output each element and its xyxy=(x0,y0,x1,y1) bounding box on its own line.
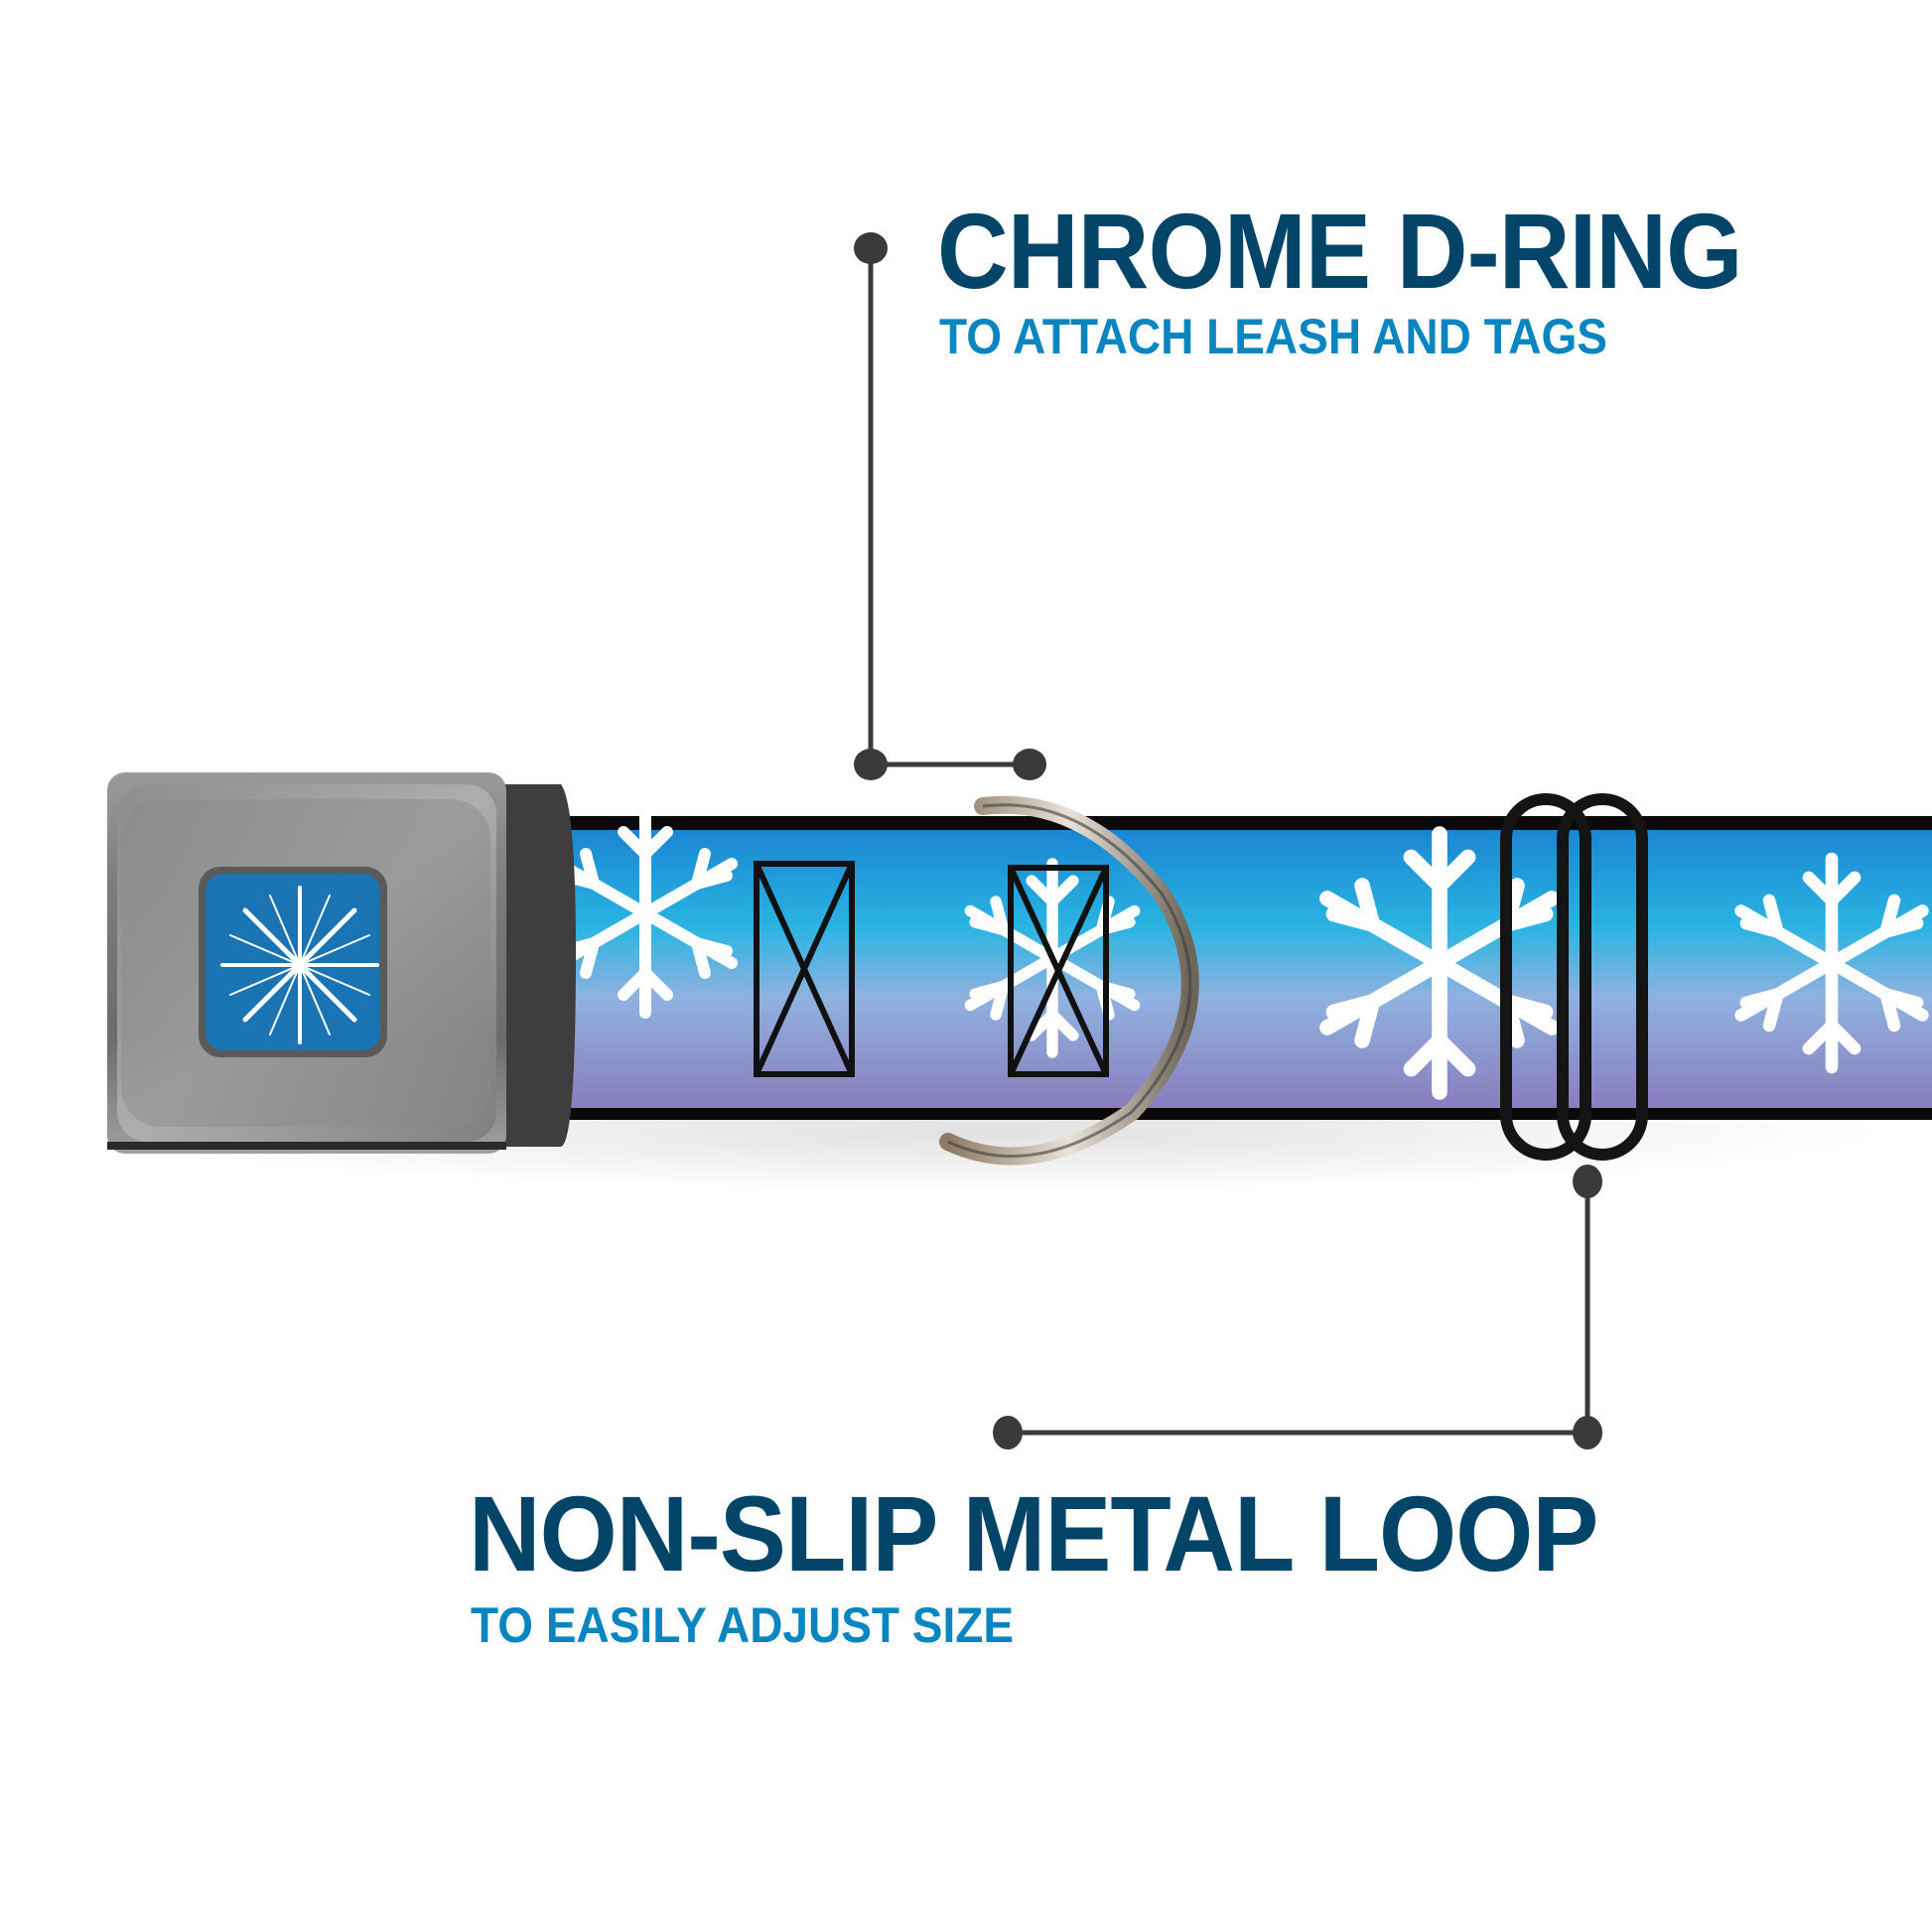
chrome-d-ring xyxy=(939,795,1199,1166)
seatbelt-buckle xyxy=(107,772,506,1154)
feature-title-d-ring: CHROME D-RING xyxy=(937,191,1742,311)
snowflake-icon xyxy=(220,886,379,1044)
feature-title-metal-loop: NON-SLIP METAL LOOP xyxy=(469,1473,1598,1593)
connector-d-ring xyxy=(854,232,1046,780)
feature-subtitle-metal-loop: TO EASILY ADJUST SIZE xyxy=(471,1597,1015,1653)
collar-strap xyxy=(526,814,1932,1120)
stitch-x-boxes xyxy=(754,861,1109,1077)
feature-subtitle-d-ring: TO ATTACH LEASH AND TAGS xyxy=(939,309,1607,364)
metal-loop-slider xyxy=(1500,793,1648,1161)
connector-metal-loop xyxy=(993,1165,1602,1449)
